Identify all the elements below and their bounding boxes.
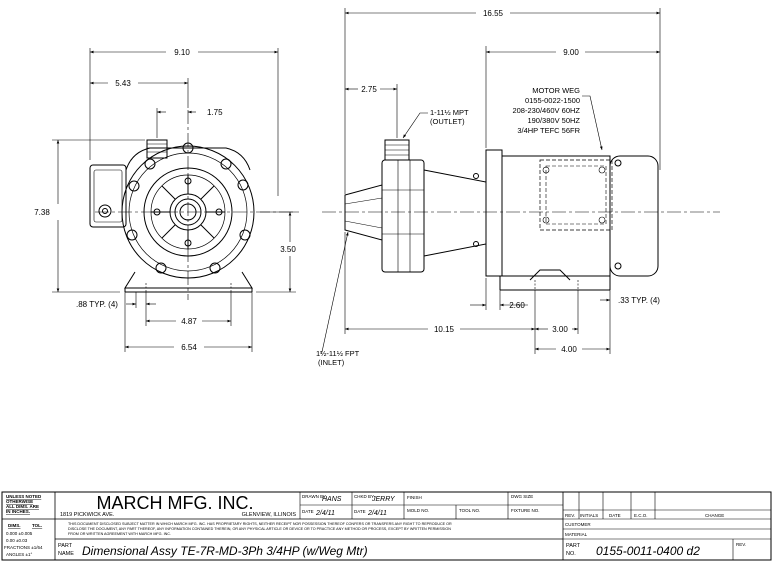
inlet-label: 1½-11½ FPT xyxy=(316,349,360,358)
chkd-by-label: CHKD BY xyxy=(354,494,374,499)
outlet-label: 1-11½ MPT xyxy=(430,108,469,117)
dim-height-overall: 7.38 xyxy=(34,208,50,217)
dim-foot-hole-typ: .88 TYP. (4) xyxy=(76,300,118,309)
motor-note-line: 190/380V 50HZ xyxy=(527,116,580,125)
part-name-label: PART xyxy=(58,543,73,549)
unless-noted-line: ALL DIMS. ARE xyxy=(6,504,39,509)
rev-header-initials: INITIALS xyxy=(580,513,598,518)
fixture-no-label: FIXTURE NO. xyxy=(511,508,540,513)
part-name-value: Dimensional Assy TE-7R-MD-3Ph 3/4HP (w/W… xyxy=(82,544,368,558)
dim-width-overall-front: 9.10 xyxy=(174,48,190,57)
dim-shaft-height: 3.50 xyxy=(280,245,296,254)
part-name-label: NAME xyxy=(58,551,74,557)
tol-header-tol: TOL. xyxy=(32,523,42,528)
motor-note-line: 3/4HP TEFC 56FR xyxy=(517,126,580,135)
drawn-date-value: 2/4/11 xyxy=(315,510,335,517)
drawn-date-label: DATE xyxy=(302,509,314,514)
tol-row: ANGLES ±1° xyxy=(6,552,32,557)
unless-noted-line: IN INCHES. xyxy=(6,509,30,514)
side-view xyxy=(322,139,720,291)
drawn-by-label: DRAWN BY xyxy=(302,494,326,499)
unless-noted-line: UNLESS NOTED xyxy=(6,494,42,499)
company-name: MARCH MFG. INC. xyxy=(97,493,254,513)
disclaimer-line: DISCLOSE THE DOCUMENT, ANY PART THEREOF,… xyxy=(68,527,451,531)
mold-no-label: MOLD NO. xyxy=(407,508,429,513)
drawn-by-value: HANS xyxy=(322,496,342,503)
dim-outlet-offset-front: 1.75 xyxy=(207,108,223,117)
dim-length-overall: 16.55 xyxy=(483,9,504,18)
motor-note-line: 0155-0022-1500 xyxy=(525,96,580,105)
rev-header-rev: REV. xyxy=(565,513,575,518)
dim-foot-span-outer: 6.54 xyxy=(181,343,197,352)
finish-label: FINISH xyxy=(407,495,422,500)
chkd-date-value: 2/4/11 xyxy=(367,510,387,517)
company-city: GLENVIEW, ILLINOIS xyxy=(242,512,297,518)
dim-foot-gap: 2.60 xyxy=(509,301,525,310)
front-view xyxy=(89,110,300,300)
dim-foot-slot-span: 3.00 xyxy=(552,325,568,334)
rev-header-eco: E.C.O. xyxy=(634,513,648,518)
part-no-label: PART xyxy=(566,543,581,549)
customer-label: CUSTOMER xyxy=(565,522,591,527)
tol-row: 0.000 ±0.005 xyxy=(6,531,33,536)
motor-note: MOTOR WEG 0155-0022-1500 208-230/460V 60… xyxy=(512,86,580,135)
dim-foot-slot-typ: .33 TYP. (4) xyxy=(618,296,660,305)
motor-note-line: 208-230/460V 60HZ xyxy=(512,106,580,115)
tol-header-dims: DIMS. xyxy=(8,523,21,528)
disclaimer-line: THIS DOCUMENT DISCLOSED SUBJECT MATTER I… xyxy=(68,522,452,526)
dim-offset-front: 5.43 xyxy=(115,79,131,88)
tol-row: FRACTIONS ±1/64 xyxy=(4,545,43,550)
dim-motor-length: 9.00 xyxy=(563,48,579,57)
company-address: 1819 PICKWICK AVE. xyxy=(60,512,115,518)
disclaimer-line: FROM OR WRITTEN AGREEMENT WITH MARCH MFG… xyxy=(68,532,171,536)
front-view-dimensions xyxy=(52,48,296,352)
tol-row: 0.00 ±0.03 xyxy=(6,538,28,543)
rev-header-change: CHANGE xyxy=(705,513,724,518)
tool-no-label: TOOL NO. xyxy=(459,508,480,513)
dim-pump-to-foot: 10.15 xyxy=(434,325,455,334)
part-no-value: 0155-0011-0400 d2 xyxy=(596,544,700,558)
chkd-by-value: JERRY xyxy=(371,496,396,503)
outlet-sublabel: (OUTLET) xyxy=(430,117,465,126)
part-no-label: NO. xyxy=(566,551,576,557)
motor-note-line: MOTOR WEG xyxy=(532,86,580,95)
rev-label: REV. xyxy=(736,542,746,547)
inlet-sublabel: (INLET) xyxy=(318,358,345,367)
rev-header-date: DATE xyxy=(609,513,621,518)
chkd-date-label: DATE xyxy=(354,509,366,514)
dim-foot-length: 4.00 xyxy=(561,345,577,354)
dim-foot-span-inner: 4.87 xyxy=(181,317,197,326)
dwg-size-label: DWG SIZE xyxy=(511,494,533,499)
unless-noted-line: OTHERWISE xyxy=(6,499,33,504)
title-block: UNLESS NOTED OTHERWISE ALL DIMS. ARE IN … xyxy=(1,491,772,561)
side-view-dimensions xyxy=(320,8,661,354)
dim-inlet-to-outlet: 2.75 xyxy=(361,85,377,94)
material-label: MATERIAL xyxy=(565,532,588,537)
